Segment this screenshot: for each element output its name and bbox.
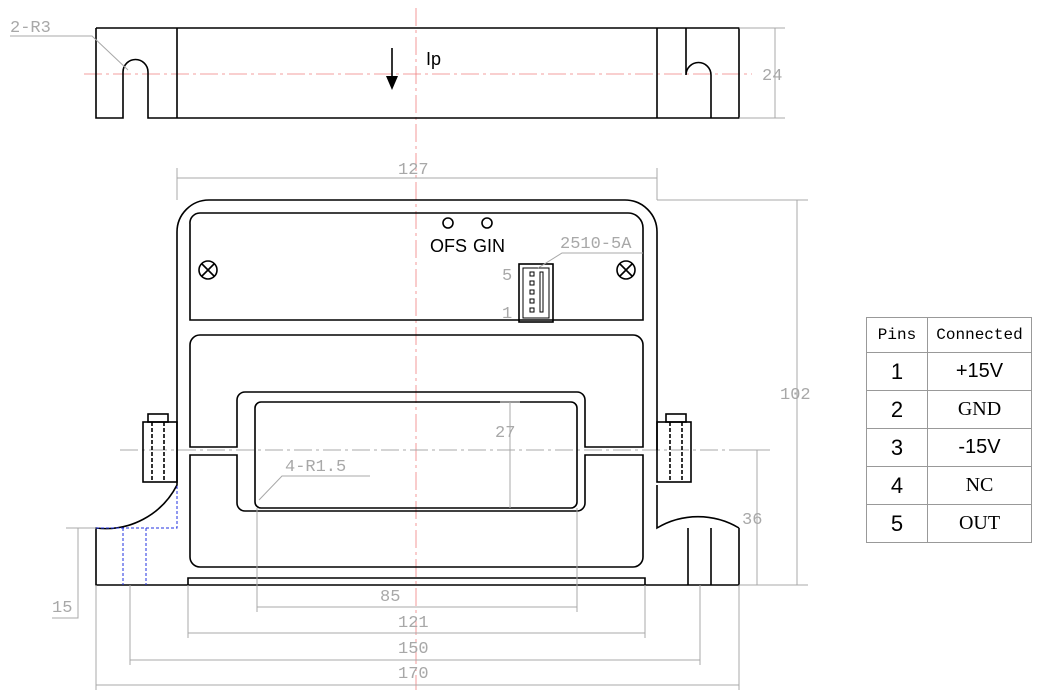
table-row: 3-15V: [866, 428, 1032, 467]
front-view: OFS GIN 2510-5A 5 1 4-R1.5: [95, 199, 740, 586]
dim-121: 121: [398, 614, 429, 633]
dim-102: 102: [780, 386, 811, 405]
dim-85: 85: [380, 588, 400, 607]
header-pins: Pins: [866, 317, 928, 353]
dim-36: 36: [742, 511, 762, 530]
corner-radius-label: 4-R1.5: [285, 458, 346, 477]
gain-label: GIN: [473, 236, 505, 256]
pin-number: 3: [866, 428, 928, 467]
screw-icon: [616, 260, 636, 280]
pin-number: 1: [866, 352, 928, 391]
dim-15: 15: [52, 599, 72, 618]
dim-127: 127: [398, 161, 429, 180]
connector-icon: [518, 263, 554, 323]
screw-icon: [198, 260, 218, 280]
dim-27: 27: [495, 424, 515, 443]
pin-signal: NC: [927, 466, 1032, 505]
pin-signal: +15V: [927, 352, 1032, 391]
gain-pot-icon: [481, 217, 493, 229]
table-row: 1+15V: [866, 352, 1032, 391]
pin-number: 4: [866, 466, 928, 505]
pin-number: 2: [866, 390, 928, 429]
dim-150: 150: [398, 640, 429, 659]
ofs-label: OFS: [430, 236, 467, 256]
height-dim-24: 24: [762, 67, 782, 86]
pin-signal: -15V: [927, 428, 1032, 467]
dim-170: 170: [398, 665, 429, 684]
dimensions: 127 102 36 27 15 85 121 150 170: [52, 161, 811, 690]
connector-pin-5-label: 5: [502, 267, 512, 286]
pin-table-header: Pins Connected: [866, 317, 1032, 353]
connector-pin-1-label: 1: [502, 305, 512, 324]
current-label: Ip: [426, 49, 441, 69]
header-connected: Connected: [927, 317, 1032, 353]
connector-label: 2510-5A: [560, 235, 632, 254]
pin-signal: OUT: [927, 504, 1032, 543]
ofs-pot-icon: [442, 217, 454, 229]
pin-signal: GND: [927, 390, 1032, 429]
pin-number: 5: [866, 504, 928, 543]
radius-label: 2-R3: [10, 19, 51, 38]
top-view: Ip 2-R3 24: [10, 19, 785, 119]
